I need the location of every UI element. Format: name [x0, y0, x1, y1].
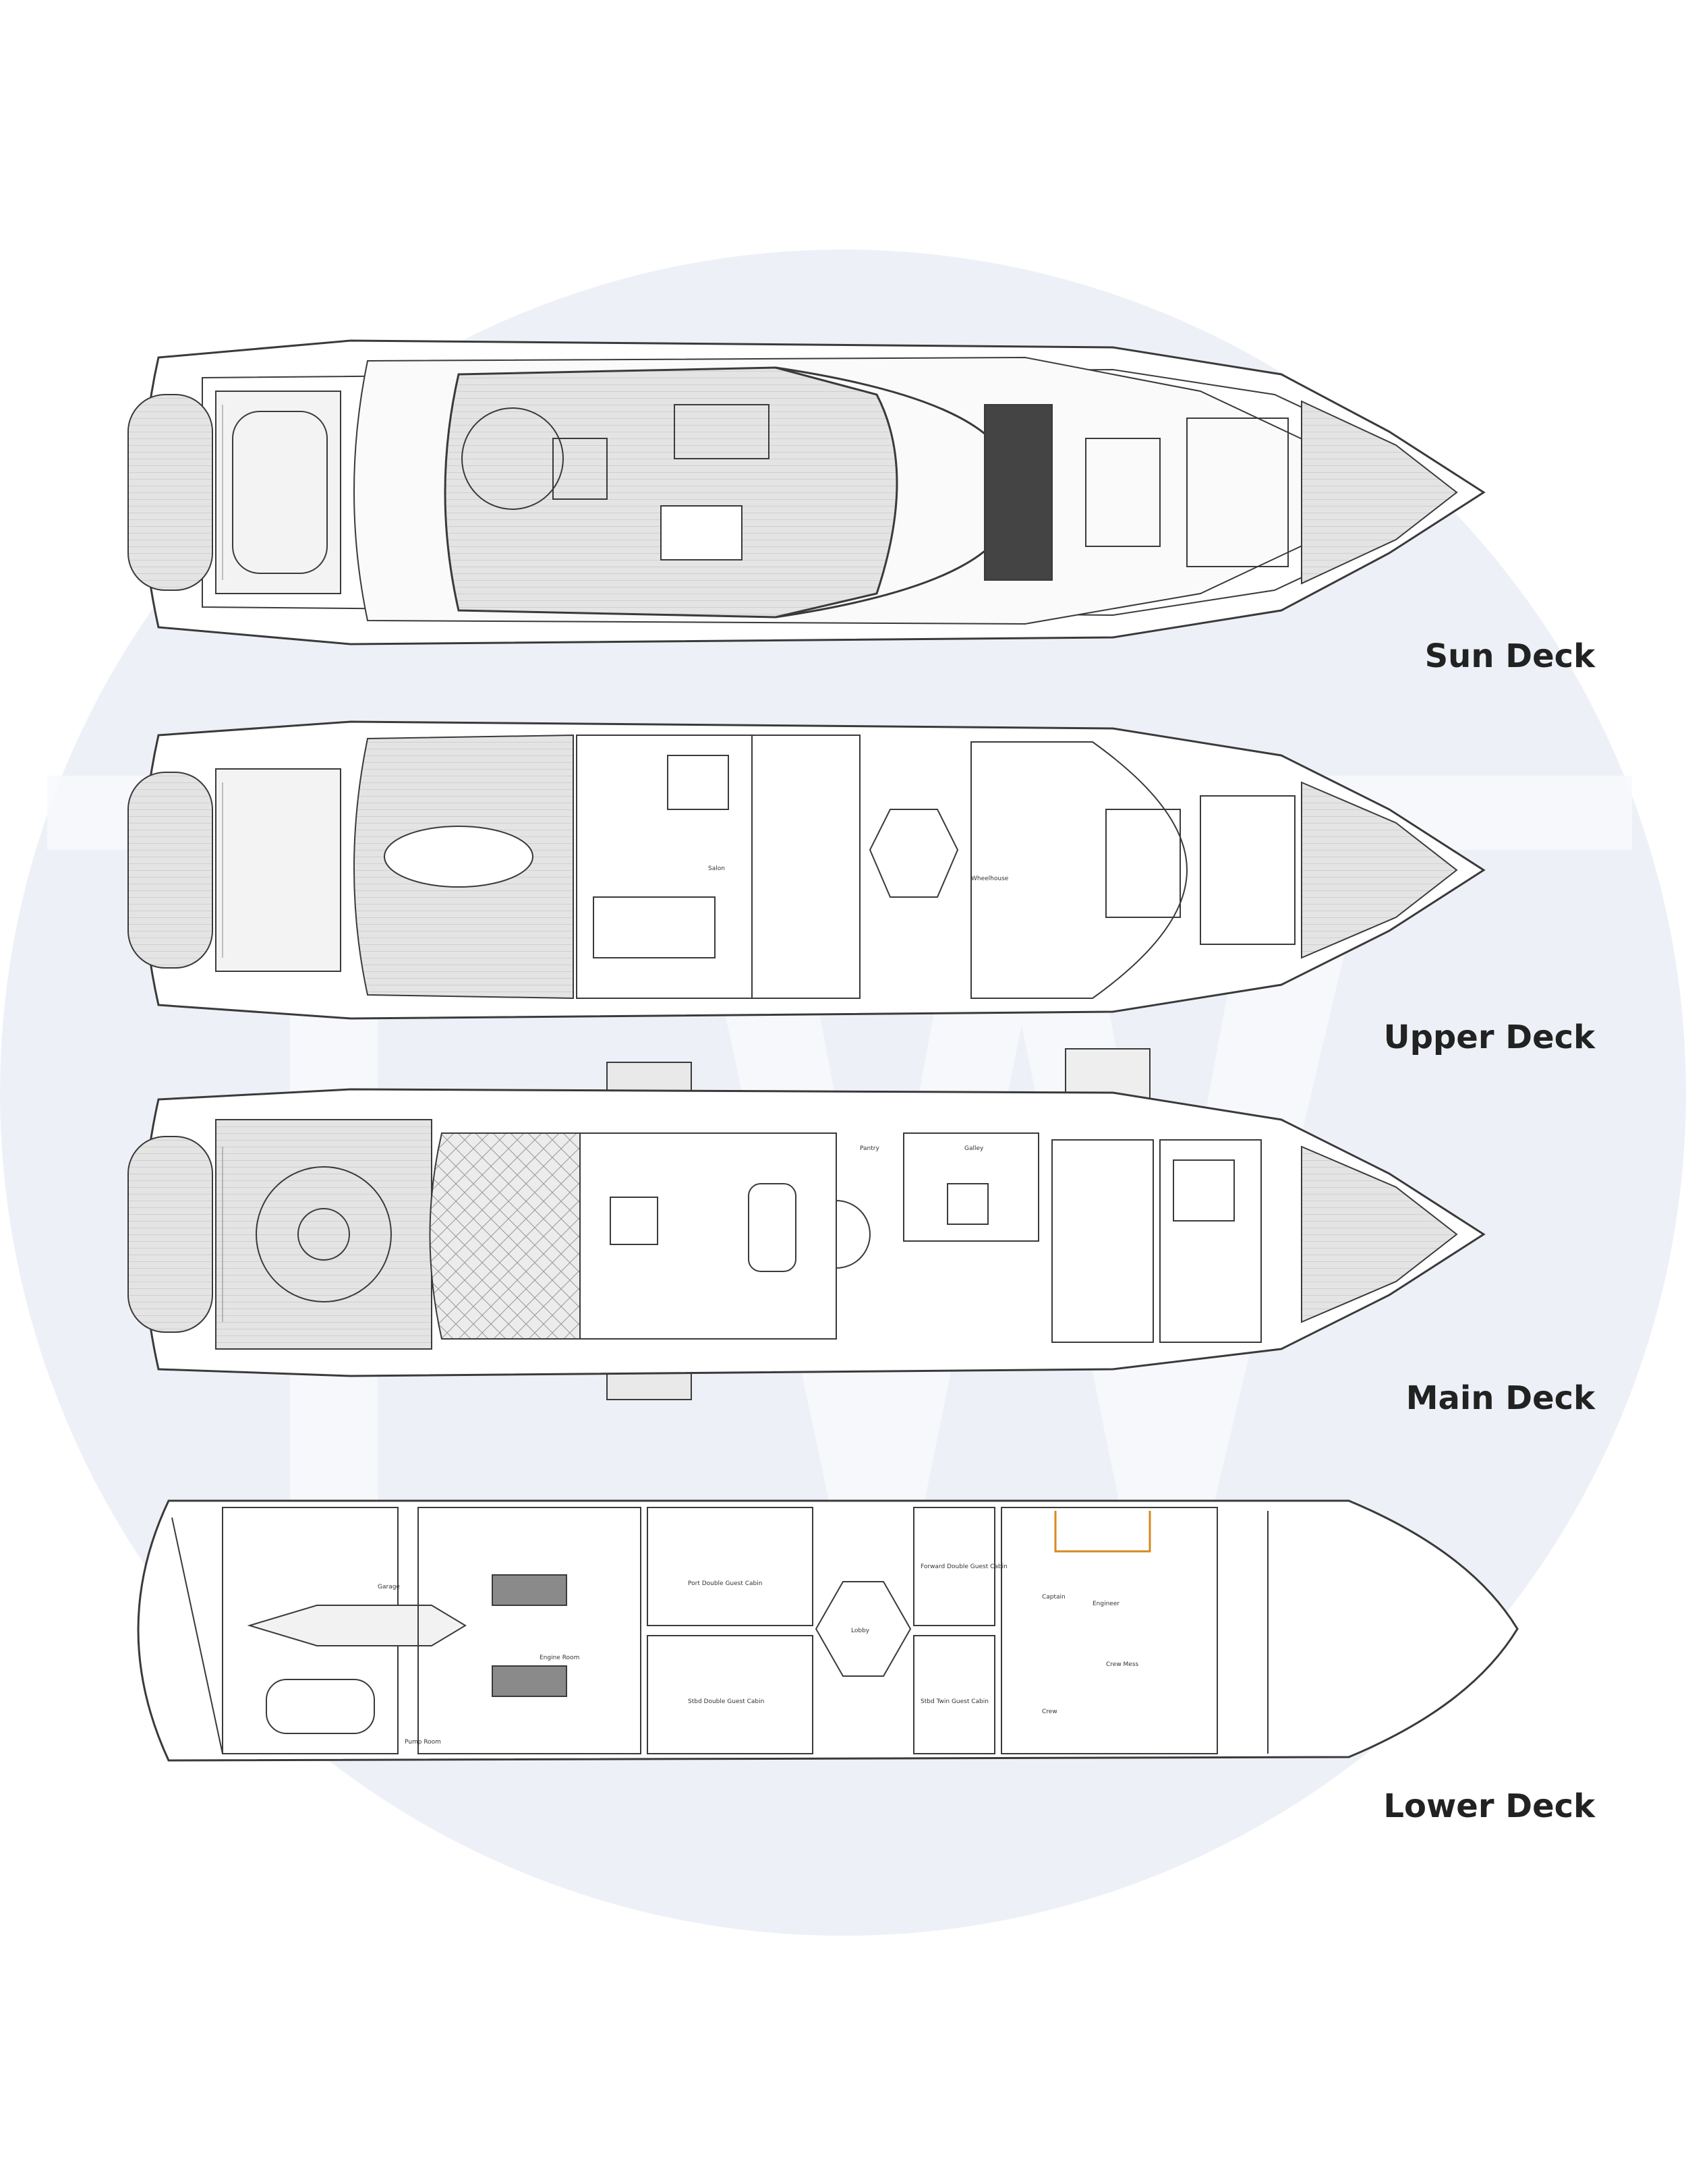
lower-deck-orange-lines	[1054, 1511, 1151, 1553]
upper-deck-dining-table	[384, 826, 533, 888]
sun-deck-forward-seating	[1085, 438, 1161, 547]
sun-deck-bar	[552, 438, 608, 500]
main-deck-galley-island	[947, 1183, 989, 1225]
upper-deck-salon-label: Salon	[708, 865, 725, 872]
main-deck-spiral-stair	[836, 1200, 871, 1269]
upper-deck-sofa	[593, 896, 716, 958]
upper-deck-wheelhouse-label: Wheelhouse	[971, 875, 1009, 882]
main-deck-swim-platform	[127, 1136, 213, 1333]
lower-deck-port-double-label: Port Double Guest Cabin	[688, 1580, 762, 1587]
upper-deck-forward-seating	[1105, 809, 1181, 918]
sun-deck-bow	[1301, 400, 1458, 585]
lower-deck-stbd-double-label: Stbd Double Guest Cabin	[688, 1698, 764, 1705]
main-deck-coffee-table	[610, 1197, 658, 1245]
sun-deck-flybridge	[444, 366, 898, 619]
main-deck-label: Main Deck	[1405, 1379, 1595, 1417]
sun-deck-windshield	[984, 404, 1053, 581]
lower-deck-fwd-double-cabin	[913, 1507, 995, 1626]
lower-deck-hull-outline	[137, 1499, 1519, 1762]
main-deck-plan: Galley Pantry	[127, 1048, 1486, 1400]
lower-deck-stbd-twin-cabin	[913, 1635, 995, 1754]
upper-deck-plan: Salon Wheelhouse	[127, 720, 1486, 1020]
lower-deck-transom-line	[171, 1517, 223, 1754]
lower-deck-jetski	[266, 1679, 375, 1734]
upper-deck-swim-platform	[127, 772, 213, 969]
upper-deck-aft-deck	[215, 768, 341, 972]
upper-deck-stairwell	[869, 809, 959, 898]
sun-deck-plan	[127, 339, 1486, 645]
main-deck-master-bed	[1173, 1159, 1235, 1222]
sun-deck-sunpad	[1186, 418, 1289, 567]
main-deck-salon	[579, 1132, 837, 1340]
lower-deck-crew-mess-label: Crew Mess	[1106, 1661, 1139, 1668]
lower-deck-crew-label: Crew	[1042, 1708, 1057, 1715]
main-deck-bow	[1301, 1145, 1458, 1323]
main-deck-entry-foyer	[429, 1132, 581, 1340]
sun-deck-sofa	[674, 404, 769, 459]
lower-deck-lobby-label: Lobby	[851, 1628, 870, 1634]
lower-deck-crew-area	[1001, 1507, 1218, 1754]
lower-deck-engineer-label: Engineer	[1093, 1601, 1120, 1607]
sun-deck-label: Sun Deck	[1424, 637, 1595, 675]
upper-deck-hull-outline	[142, 720, 1486, 1020]
main-deck-aft-sofa	[256, 1166, 392, 1302]
lower-deck-lobby	[815, 1581, 912, 1677]
lower-deck-stbd-double-cabin	[647, 1635, 813, 1754]
lower-deck-pump-room-label: Pump Room	[405, 1739, 441, 1746]
lower-deck-fwd-double-label: Forward Double Guest Cabin	[921, 1563, 1008, 1570]
upper-deck-wheelhouse	[970, 741, 1188, 999]
lower-deck-tender	[247, 1605, 467, 1646]
main-deck-aft-deck	[215, 1119, 432, 1350]
main-deck-master-cabin	[1159, 1139, 1262, 1343]
lower-deck-engine-port	[492, 1665, 567, 1697]
lower-deck-engine-room	[417, 1507, 641, 1754]
sun-deck-aft-seating	[232, 411, 328, 574]
upper-deck-day-head	[751, 735, 861, 999]
main-deck-aft-table	[297, 1208, 350, 1261]
main-deck-master-study	[1051, 1139, 1154, 1343]
main-deck-galley-label: Galley	[964, 1145, 984, 1152]
lower-deck-label: Lower Deck	[1383, 1787, 1595, 1825]
upper-deck-sunpad	[1200, 795, 1296, 945]
lower-deck-plan: Garage Pump Room Engine Room Port Double…	[137, 1499, 1519, 1762]
main-deck-pantry-label: Pantry	[860, 1145, 879, 1152]
sun-deck-helm-pod	[461, 407, 564, 510]
lower-deck-port-double-cabin	[647, 1507, 813, 1626]
sun-deck-dining-table	[660, 505, 743, 561]
lower-deck-captain-label: Captain	[1042, 1594, 1066, 1601]
upper-deck-bow	[1301, 781, 1458, 959]
lower-deck-stbd-twin-label: Stbd Twin Guest Cabin	[921, 1698, 989, 1705]
lower-deck-engine-room-label: Engine Room	[540, 1655, 579, 1661]
lower-deck-garage-label: Garage	[378, 1584, 400, 1590]
upper-deck-card-table	[667, 755, 729, 810]
main-deck-galley	[903, 1132, 1039, 1242]
upper-deck-label: Upper Deck	[1383, 1018, 1595, 1056]
upper-deck-salon	[576, 735, 753, 999]
sun-deck-swim-platform	[127, 394, 213, 591]
lower-deck-engine-starboard	[492, 1574, 567, 1606]
main-deck-dining-table	[748, 1183, 796, 1272]
